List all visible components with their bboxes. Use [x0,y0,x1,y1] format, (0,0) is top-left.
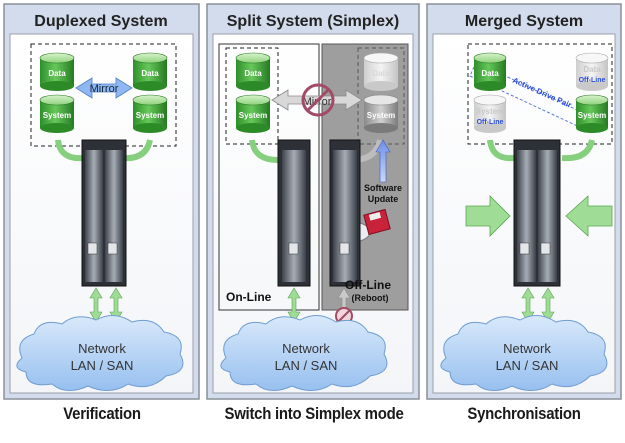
database-icon [235,94,271,133]
panel-merged-system: Merged System Data System Off-Line Data … [426,3,622,400]
cloud-network-icon [220,315,388,391]
network-label: Network [503,341,551,356]
caption-verification: Verification [63,404,141,423]
database-icon [575,52,609,91]
offline-data-label: Off-Line [579,77,606,84]
disk-label-data-right: Data [141,69,159,78]
network-sublabel: LAN / SAN [71,358,134,373]
connector-arrow [561,139,595,162]
disk-label-data-right: Data [372,69,390,78]
panel-title: Duplexed System [34,13,167,30]
database-icon [39,52,75,91]
online-region [218,43,320,311]
cloud-network-icon [440,315,608,391]
server-chassis-icon [81,139,127,287]
server-chassis-icon [329,139,361,287]
database-icon [473,94,507,133]
software-update-sublabel: Update [368,194,399,204]
merge-arrow-right [565,195,613,237]
caption-switch-simplex: Switch into Simplex mode [224,404,404,423]
disk-label-system-right: System [578,111,606,120]
disk-label-system-right: System [367,111,395,120]
cloud-network-icon [16,315,184,391]
database-icon [235,52,271,91]
floppy-disk-icon [363,208,391,236]
reboot-label: (Reboot) [352,293,389,303]
network-label: Network [78,341,126,356]
database-icon [363,94,399,133]
panel-duplexed-system: Duplexed System Data System Data System [3,3,200,400]
prohibited-icon [301,83,335,117]
database-icon [39,94,75,133]
panel-title: Merged System [465,13,583,30]
disk-label-data-left: Data [481,69,499,78]
database-icon [473,52,507,91]
connector-arrow [55,139,85,162]
disk-label-system-left: System [239,111,267,120]
disk-label-data-left: Data [48,69,66,78]
mirror-label: Mirror [90,83,119,95]
network-label: Network [282,341,330,356]
software-update-arrow [375,139,391,183]
online-label: On-Line [226,290,272,304]
server-chassis-icon [277,139,311,287]
disk-label-data-right: Data [583,65,601,74]
caption-synchronisation: Synchronisation [467,404,581,423]
connector-arrow [487,139,515,162]
server-chassis-icon [513,139,561,287]
offline-label: Off-Line [345,278,391,292]
offline-system-label: Off-Line [477,119,504,126]
storage-group-outline [30,43,177,147]
network-sublabel: LAN / SAN [496,358,559,373]
mirror-arrow [75,77,133,99]
disk-label-system-left: System [43,111,71,120]
connector-arrow [249,139,279,163]
database-icon [363,52,399,91]
database-icon [132,52,168,91]
network-sublabel: LAN / SAN [275,358,338,373]
disk-label-data-left: Data [244,69,262,78]
merge-arrow-left [465,195,511,237]
database-icon [132,94,168,133]
panel-split-system: Split System (Simplex) Data System Data [206,3,420,400]
panel-title: Split System (Simplex) [227,13,400,30]
disk-label-system-right: System [136,111,164,120]
software-update-label: Software [364,183,402,193]
database-icon [575,94,609,133]
disk-label-system-left: System [476,107,504,116]
